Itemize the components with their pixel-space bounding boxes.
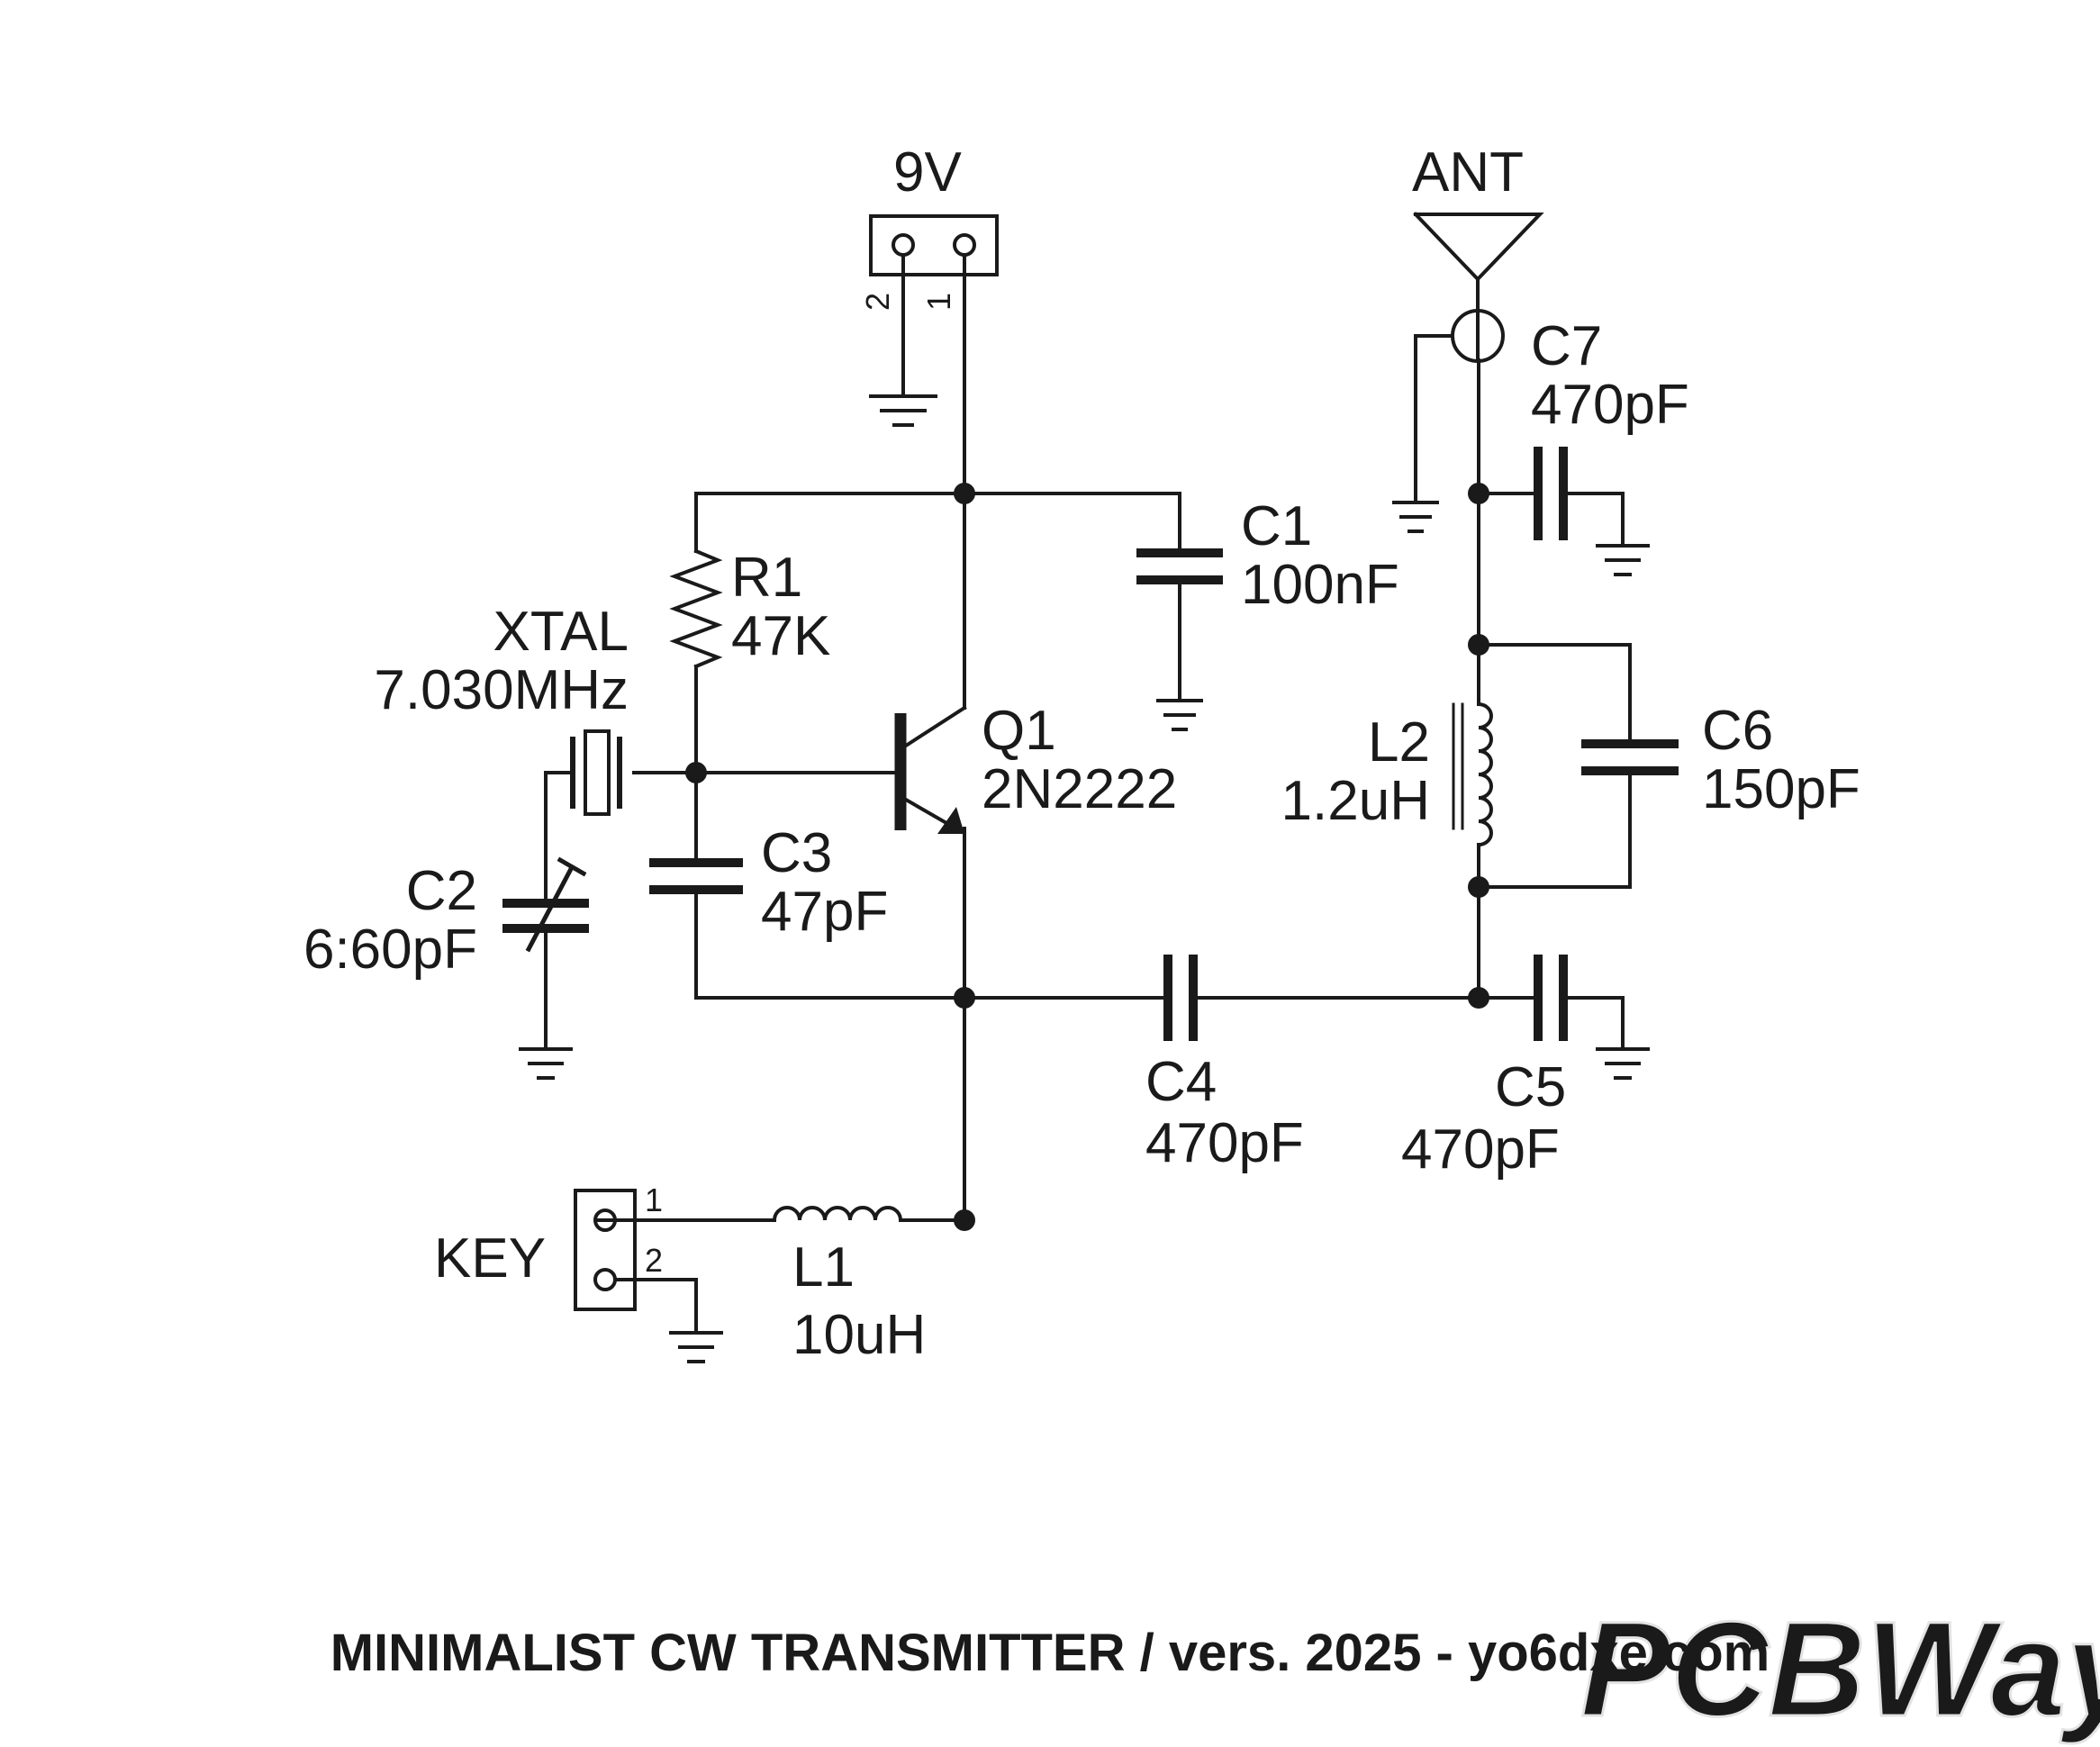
ground-symbol (669, 1331, 723, 1363)
inductor-l2 (1452, 643, 1493, 889)
c4-value: 470pF (1145, 1112, 1304, 1174)
l1-ref: L1 (792, 1236, 855, 1299)
antenna-label: ANT (1412, 141, 1524, 204)
c5-value: 470pF (1401, 1118, 1560, 1181)
capacitor-c7 (1477, 447, 1625, 548)
power-connector-9v (869, 214, 999, 495)
c2-ref: C2 (406, 860, 477, 922)
junction-dot (1468, 987, 1489, 1009)
l1-value: 10uH (792, 1304, 926, 1366)
junction-dot (954, 1209, 975, 1231)
junction-dot (954, 987, 975, 1009)
ground-symbol (1156, 699, 1203, 731)
junction-dot (1468, 483, 1489, 504)
c1-ref: C1 (1241, 495, 1312, 557)
c3-ref: C3 (761, 822, 832, 884)
ground-symbol (1392, 501, 1439, 533)
capacitor-c3 (649, 771, 743, 1000)
xtal-ref: XTAL (493, 601, 629, 663)
key-label: KEY (434, 1227, 546, 1290)
diagram-title: MINIMALIST CW TRANSMITTER / vers. 2025 -… (330, 1624, 1770, 1682)
c6-value: 150pF (1702, 758, 1860, 820)
transistor-q1 (694, 492, 967, 1222)
capacitor-c4 (1163, 955, 1480, 1041)
xtal-value: 7.030MHz (374, 659, 629, 721)
capacitor-c1 (1136, 492, 1223, 702)
ground-symbol (1596, 1047, 1650, 1080)
c7-ref: C7 (1531, 315, 1602, 377)
ground-symbol (1596, 544, 1650, 576)
resistor-r1 (669, 492, 723, 774)
ground-symbol (869, 394, 937, 427)
r1-value: 47K (731, 605, 830, 667)
l2-ref: L2 (1368, 711, 1430, 774)
c2-value: 6:60pF (303, 919, 477, 981)
antenna-symbol (1413, 212, 1544, 362)
watermark: PCBWay (1580, 1593, 2100, 1744)
c6-ref: C6 (1702, 700, 1773, 762)
q1-value: 2N2222 (982, 758, 1177, 820)
capacitor-c5 (1477, 955, 1625, 1051)
junction-dots (685, 483, 1489, 1231)
key-connector (574, 1189, 698, 1335)
crystal-xtal (544, 729, 698, 904)
c5-ref: C5 (1495, 1056, 1566, 1118)
trimmer-capacitor-c2 (502, 856, 589, 1051)
junction-dot (1468, 876, 1489, 898)
r1-ref: R1 (731, 547, 802, 609)
c7-value: 470pF (1531, 374, 1689, 436)
ground-symbol (519, 1047, 573, 1080)
key-pin-2: 2 (645, 1242, 663, 1279)
power-pin-1: 1 (920, 293, 957, 311)
junction-dot (954, 483, 975, 504)
coax-connector (1414, 309, 1505, 504)
power-pin-2: 2 (859, 293, 896, 311)
l2-value: 1.2uH (1281, 770, 1430, 832)
capacitor-c6 (1477, 643, 1679, 889)
q1-ref: Q1 (982, 700, 1056, 762)
c1-value: 100nF (1241, 554, 1399, 616)
c3-value: 47pF (761, 881, 888, 943)
junction-dot (685, 762, 707, 783)
junction-dot (1468, 634, 1489, 656)
c4-ref: C4 (1145, 1051, 1217, 1113)
power-label: 9V (893, 141, 962, 204)
key-pin-1: 1 (645, 1181, 663, 1218)
